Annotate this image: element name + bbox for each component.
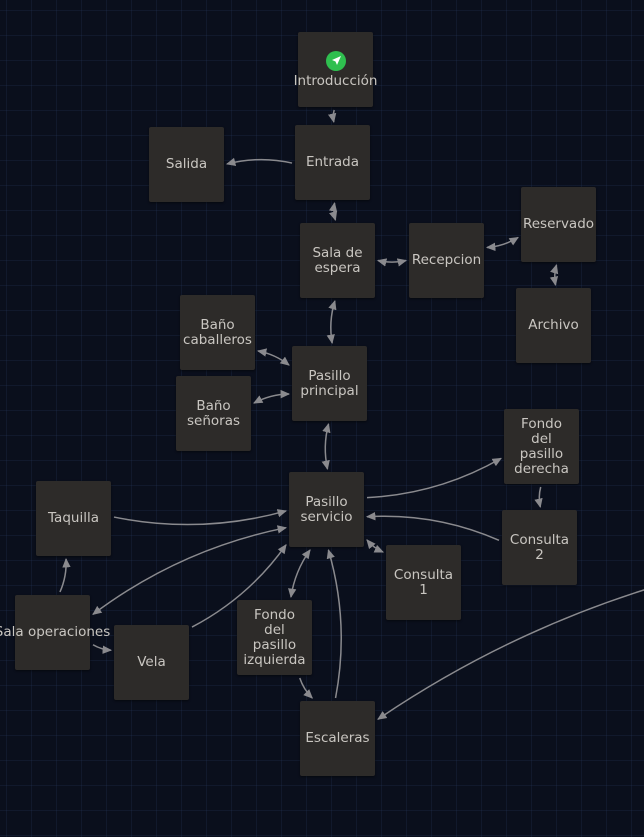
node-entrada[interactable]: Entrada: [295, 125, 370, 200]
connection-entrada-to-salida: [225, 157, 293, 166]
node-escaleras[interactable]: Escaleras: [300, 701, 375, 776]
node-consulta-1[interactable]: Consulta 1: [386, 545, 461, 620]
node-label: Sala de espera: [312, 244, 363, 276]
connection-taquilla-to-pasillo_servicio: [113, 509, 288, 526]
node-sala-operaciones[interactable]: Sala operaciones: [0, 595, 110, 670]
node-label: Pasillo principal: [300, 367, 359, 399]
connection-sala_espera-to-pasillo_principal: [326, 299, 337, 345]
node-label: Baño caballeros: [183, 316, 252, 348]
node-label: Consulta 1: [393, 566, 454, 598]
node-label: Introducción: [293, 72, 378, 89]
connection-pasillo_servicio-to-fondo_derecha: [366, 457, 502, 499]
node-label: Recepcion: [411, 252, 482, 268]
connection-sala_operaciones-to-taquilla: [59, 557, 71, 593]
node-label: Escaleras: [305, 730, 370, 746]
node-consulta-2[interactable]: Consulta 2: [502, 510, 577, 585]
rocket-icon: [325, 50, 346, 71]
connection-consulta2-to-pasillo_servicio: [365, 512, 500, 541]
node-pasillo-principal[interactable]: Pasillo principal: [292, 346, 367, 421]
connection-escaleras-to-pasillo_servicio: [326, 548, 342, 699]
connection-pasillo_principal-to-bano_senoras: [253, 389, 291, 404]
node-label: Reservado: [522, 216, 595, 232]
node-label: Consulta 2: [509, 531, 570, 563]
node-recepcion[interactable]: Recepcion: [409, 223, 484, 298]
connection-introduccion-to-entrada: [327, 109, 337, 124]
node-reservado[interactable]: Reservado: [521, 187, 596, 262]
node-label: Salida: [165, 156, 208, 172]
node-bano-senoras[interactable]: Baño señoras: [176, 376, 251, 451]
node-introduccion[interactable]: Introducción: [294, 32, 377, 107]
node-archivo[interactable]: Archivo: [516, 288, 591, 363]
connection-sala_espera-to-recepcion: [376, 258, 408, 267]
connection-reservado-to-archivo: [549, 263, 559, 287]
node-fondo-pasillo-derecha[interactable]: Fondo del pasillo derecha: [504, 409, 579, 484]
node-salida[interactable]: Salida: [149, 127, 224, 202]
node-vela[interactable]: Vela: [114, 625, 189, 700]
connection-recepcion-to-reservado: [485, 236, 519, 252]
node-label: Pasillo servicio: [300, 493, 353, 525]
node-label: Fondo del pasillo derecha: [514, 415, 569, 477]
node-label: Sala operaciones: [0, 624, 111, 640]
node-bano-caballeros[interactable]: Baño caballeros: [180, 295, 255, 370]
connection-fondo_derecha-to-consulta2: [534, 486, 543, 509]
connection-sala_operaciones-to-vela: [92, 644, 113, 654]
node-pasillo-servicio[interactable]: Pasillo servicio: [289, 472, 364, 547]
node-taquilla[interactable]: Taquilla: [36, 481, 111, 556]
node-sala-de-espera[interactable]: Sala de espera: [300, 223, 375, 298]
node-label: Vela: [137, 654, 166, 670]
connection-pasillo_servicio-to-consulta1: [366, 539, 384, 553]
node-label: Baño señoras: [186, 397, 240, 429]
node-label: Fondo del pasillo izquierda: [243, 606, 306, 668]
connection-pasillo_principal-to-pasillo_servicio: [321, 422, 331, 471]
node-label: Taquilla: [48, 510, 99, 526]
node-fondo-pasillo-izquierda[interactable]: Fondo del pasillo izquierda: [237, 600, 312, 675]
node-label: Entrada: [305, 154, 360, 170]
connection-pasillo_principal-to-bano_caballeros: [256, 348, 290, 366]
connection-fondo_izquierda-to-escaleras: [299, 677, 313, 699]
connection-pasillo_servicio-to-fondo_izquierda: [288, 549, 311, 599]
connection-entrada-to-sala_espera: [328, 201, 338, 222]
node-label: Archivo: [528, 317, 579, 333]
